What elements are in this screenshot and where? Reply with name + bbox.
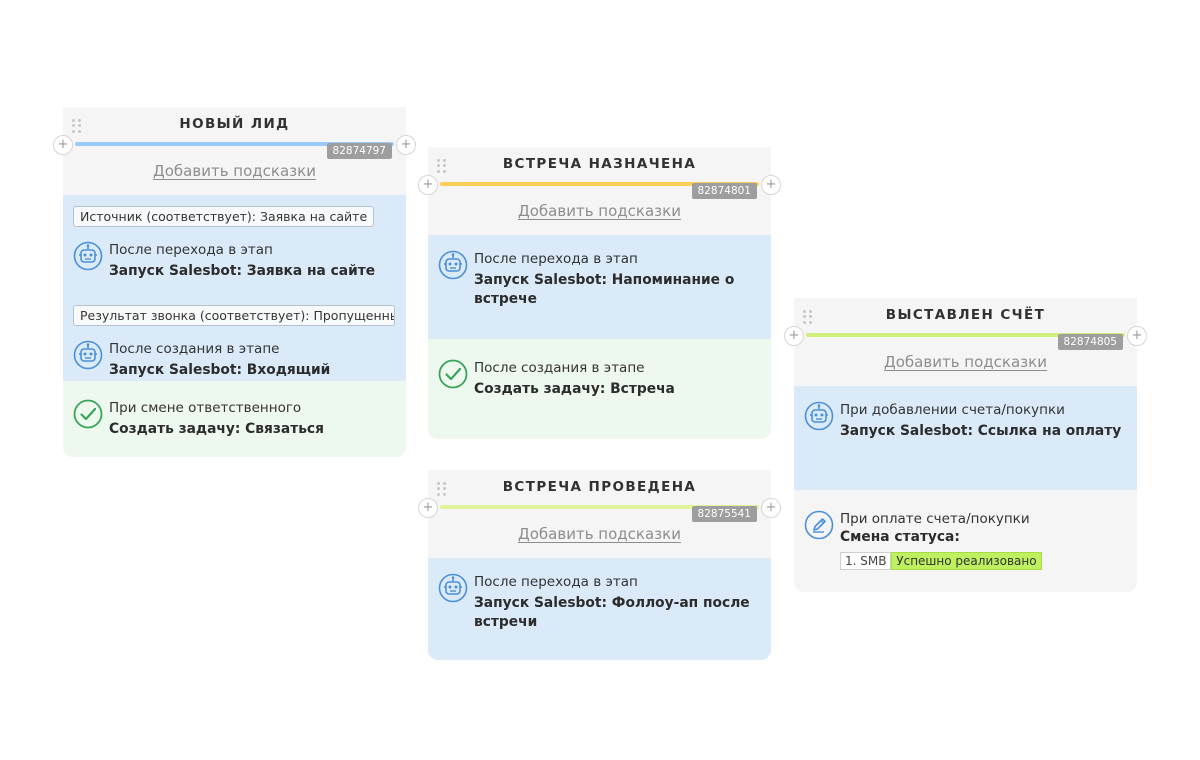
column-title: ВСТРЕЧА ПРОВЕДЕНА [502, 479, 697, 495]
column-title: ВСТРЕЧА НАЗНАЧЕНА [502, 156, 697, 172]
column-header: НОВЫЙ ЛИД 82874797 + + [53, 107, 416, 159]
add-stage-left-button[interactable]: + [418, 498, 438, 518]
trigger-when: После создания в этапе [474, 360, 645, 376]
trigger-action: Запуск Salesbot: Напоминание о встрече [474, 272, 735, 307]
add-stage-left-button[interactable]: + [53, 135, 73, 155]
automation-block-blue: После перехода в этап Запуск Salesbot: Ф… [428, 558, 771, 660]
trigger-action: Запуск Salesbot: Ссылка на оплату [840, 423, 1122, 439]
status-pipeline: 1. SMB [840, 552, 892, 570]
trigger-action: Создать задачу: Встреча [474, 381, 675, 397]
trigger-action: Запуск Salesbot: Фоллоу-ап после встречи [474, 595, 750, 630]
stage-id-badge: 82874797 [326, 143, 392, 159]
trigger-action: Запуск Salesbot: Заявка на сайте [109, 263, 376, 279]
add-stage-right-button[interactable]: + [761, 498, 781, 518]
robot-icon [438, 250, 468, 280]
add-hints-link[interactable]: Добавить подсказки [153, 162, 316, 180]
trigger-when: После перехода в этап [474, 251, 638, 267]
drag-handle-icon[interactable] [437, 159, 447, 173]
condition-tag[interactable]: Результат звонка (соответствует): Пропущ… [73, 305, 395, 326]
stage-color-bar [806, 333, 1125, 337]
add-hints-link[interactable]: Добавить подсказки [518, 202, 681, 220]
trigger-action: Создать задачу: Связаться [109, 421, 324, 437]
stage-color-bar [440, 182, 759, 186]
drag-handle-icon[interactable] [72, 119, 82, 133]
add-stage-left-button[interactable]: + [784, 326, 804, 346]
add-stage-right-button[interactable]: + [1127, 326, 1147, 346]
trigger-action: Смена статуса: [840, 529, 960, 545]
robot-icon [73, 241, 103, 271]
column-header: ВСТРЕЧА ПРОВЕДЕНА 82875541 + + [418, 470, 781, 522]
pipeline-column-new-lead: НОВЫЙ ЛИД 82874797 + + Добавить подсказк… [53, 107, 416, 457]
robot-icon [73, 340, 103, 370]
automation-trigger[interactable]: При смене ответственного Создать задачу:… [73, 399, 396, 439]
trigger-when: При добавлении счета/покупки [840, 402, 1065, 418]
condition-tag[interactable]: Источник (соответствует): Заявка на сайт… [73, 206, 375, 227]
pipeline-column-invoice-issued: ВЫСТАВЛЕН СЧЁТ 82874805 + + Добавить под… [784, 298, 1147, 592]
automation-trigger[interactable]: После создания в этапе Создать задачу: В… [438, 359, 761, 399]
column-header: ВЫСТАВЛЕН СЧЁТ 82874805 + + [784, 298, 1147, 350]
add-stage-right-button[interactable]: + [761, 175, 781, 195]
automation-trigger[interactable]: При оплате счета/покупки Смена статуса: … [804, 510, 1127, 570]
automation-block-blue: Источник (соответствует): Заявка на сайт… [63, 195, 406, 397]
stage-color-bar [440, 505, 759, 509]
pipeline-column-meeting-scheduled: ВСТРЕЧА НАЗНАЧЕНА 82874801 + + Добавить … [418, 147, 781, 439]
add-hints-link[interactable]: Добавить подсказки [884, 353, 1047, 371]
trigger-when: При оплате счета/покупки [840, 511, 1030, 527]
trigger-when: После создания в этапе [109, 341, 280, 357]
check-circle-icon [438, 359, 468, 389]
automation-block-blue: После перехода в этап Запуск Salesbot: Н… [428, 235, 771, 339]
automation-block-gray: При оплате счета/покупки Смена статуса: … [794, 490, 1137, 592]
drag-handle-icon[interactable] [437, 482, 447, 496]
edit-pen-icon [804, 510, 834, 540]
trigger-when: После перехода в этап [474, 574, 638, 590]
stage-id-badge: 82874805 [1057, 334, 1123, 350]
robot-icon [438, 573, 468, 603]
status-value-badge: Успешно реализовано [891, 552, 1042, 570]
add-stage-right-button[interactable]: + [396, 135, 416, 155]
stage-id-badge: 82874801 [691, 183, 757, 199]
add-stage-left-button[interactable]: + [418, 175, 438, 195]
status-change: 1. SMB Успешно реализовано [840, 552, 1127, 570]
drag-handle-icon[interactable] [803, 310, 813, 324]
column-header: ВСТРЕЧА НАЗНАЧЕНА 82874801 + + [418, 147, 781, 199]
automation-trigger[interactable]: После перехода в этап Запуск Salesbot: З… [73, 241, 396, 281]
robot-icon [804, 401, 834, 431]
pipeline-column-meeting-held: ВСТРЕЧА ПРОВЕДЕНА 82875541 + + Добавить … [418, 470, 781, 660]
check-circle-icon [73, 399, 103, 429]
trigger-when: После перехода в этап [109, 242, 273, 258]
column-title: НОВЫЙ ЛИД [179, 116, 290, 132]
stage-id-badge: 82875541 [691, 506, 757, 522]
automation-block-green: После создания в этапе Создать задачу: В… [428, 339, 771, 439]
add-hints-link[interactable]: Добавить подсказки [518, 525, 681, 543]
automation-trigger[interactable]: При добавлении счета/покупки Запуск Sale… [804, 401, 1127, 441]
automation-trigger[interactable]: После перехода в этап Запуск Salesbot: Ф… [438, 573, 761, 632]
stage-color-bar [75, 142, 394, 146]
trigger-when: При смене ответственного [109, 400, 302, 416]
automation-block-blue: При добавлении счета/покупки Запуск Sale… [794, 386, 1137, 490]
automation-trigger[interactable]: После перехода в этап Запуск Salesbot: Н… [438, 250, 761, 309]
column-title: ВЫСТАВЛЕН СЧЁТ [885, 307, 1046, 323]
automation-block-green: При смене ответственного Создать задачу:… [63, 381, 406, 457]
